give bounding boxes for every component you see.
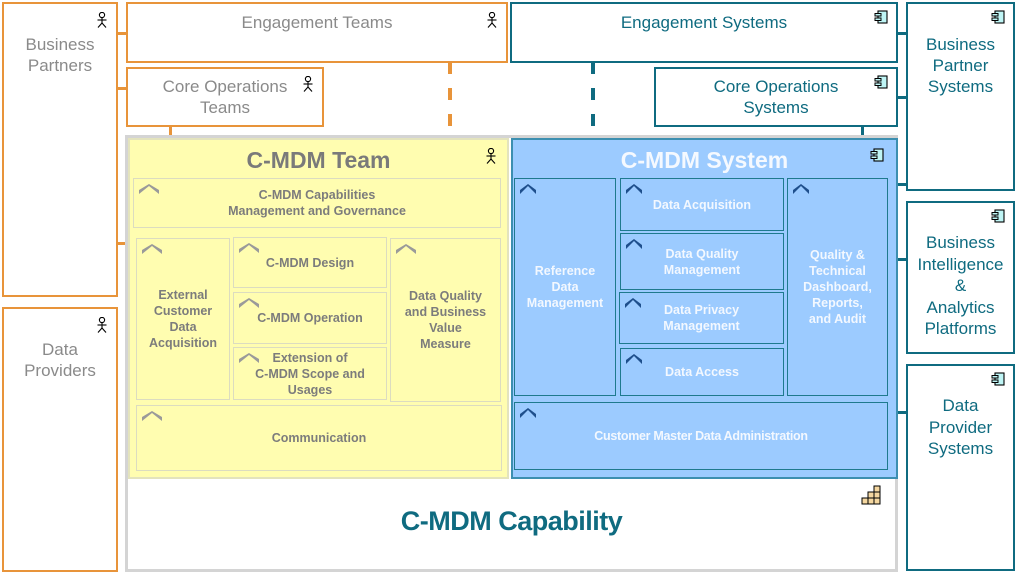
system-item-data-privacy[interactable]: Data Privacy Management — [619, 292, 784, 344]
engagement-teams-label: Engagement Teams — [241, 13, 393, 32]
data-provider-systems-box[interactable]: Data Provider Systems — [906, 364, 1015, 571]
team-item-dq-business-value[interactable]: Data Quality and Business Value Measure — [390, 238, 501, 402]
function-icon — [139, 184, 159, 194]
system-item-reference-data[interactable]: Reference Data Management — [514, 178, 616, 396]
engagement-systems-box[interactable]: Engagement Systems — [510, 2, 898, 63]
actor-icon — [485, 148, 497, 164]
capability-icon — [861, 485, 881, 505]
business-partner-systems-box[interactable]: Business Partner Systems — [906, 2, 1015, 191]
function-icon — [142, 411, 162, 421]
business-partner-systems-label: Business Partner Systems — [926, 35, 995, 96]
dashed-connector-engagement-systems — [591, 62, 595, 134]
function-icon — [626, 354, 646, 364]
data-providers-label: Data Providers — [24, 340, 96, 380]
function-icon — [626, 239, 646, 249]
data-providers-box[interactable]: Data Providers — [2, 307, 118, 572]
engagement-teams-box[interactable]: Engagement Teams — [126, 2, 508, 63]
connector-bps-engagement — [896, 32, 908, 35]
team-item-design[interactable]: C-MDM Design — [233, 237, 387, 288]
team-item-capabilities-governance[interactable]: C-MDM Capabilities Management and Govern… — [133, 178, 501, 228]
function-icon — [396, 244, 416, 254]
system-item-dashboard-reports[interactable]: Quality & Technical Dashboard, Reports, … — [787, 178, 888, 396]
function-icon — [626, 184, 646, 194]
function-icon — [142, 244, 162, 254]
component-icon — [991, 10, 1005, 24]
system-item-master-data-admin[interactable]: Customer Master Data Administration — [514, 402, 888, 470]
core-operations-systems-label: Core Operations Systems — [713, 77, 839, 117]
component-icon — [874, 10, 888, 24]
connector-partners-coreops — [116, 87, 128, 90]
core-operations-teams-box[interactable]: Core Operations Teams — [126, 67, 324, 127]
function-icon — [520, 184, 540, 194]
function-icon — [239, 298, 259, 308]
dashed-connector-engagement-teams — [448, 62, 452, 134]
system-item-data-access[interactable]: Data Access — [620, 348, 784, 396]
actor-icon — [302, 76, 314, 92]
team-item-communication[interactable]: Communication — [136, 405, 502, 471]
core-operations-systems-box[interactable]: Core Operations Systems — [654, 67, 898, 127]
cmdm-team-title: C-MDM Team — [246, 147, 391, 173]
function-icon — [239, 353, 259, 363]
actor-icon — [96, 317, 108, 333]
cmdm-system-title: C-MDM System — [620, 147, 789, 173]
connector-partners-team — [116, 242, 128, 245]
core-operations-teams-label: Core Operations Teams — [162, 77, 288, 117]
function-icon — [793, 184, 813, 194]
actor-icon — [486, 12, 498, 28]
bi-platforms-box[interactable]: Business Intelligence & Analytics Platfo… — [906, 201, 1015, 354]
engagement-systems-label: Engagement Systems — [620, 13, 788, 32]
connector-bps-coreops — [896, 96, 908, 99]
component-icon — [874, 75, 888, 89]
bi-platforms-label: Business Intelligence & Analytics Platfo… — [917, 233, 1004, 338]
function-icon — [239, 243, 259, 253]
team-item-extension[interactable]: Extension of C-MDM Scope and Usages — [233, 347, 387, 400]
team-item-operation[interactable]: C-MDM Operation — [233, 292, 387, 344]
system-item-data-quality[interactable]: Data Quality Management — [620, 233, 784, 290]
component-icon — [991, 372, 1005, 386]
connector-partners-engagement — [116, 32, 128, 35]
component-icon — [991, 209, 1005, 223]
system-item-data-acquisition[interactable]: Data Acquisition — [620, 178, 784, 231]
actor-icon — [96, 12, 108, 28]
connector-coreops-systems — [861, 125, 864, 138]
business-partners-label: Business Partners — [25, 35, 95, 75]
capability-title: C-MDM Capability — [400, 506, 623, 536]
function-icon — [625, 298, 645, 308]
connector-coreops-team — [169, 125, 172, 138]
function-icon — [520, 408, 540, 418]
business-partners-box[interactable]: Business Partners — [2, 2, 118, 297]
team-item-external-acquisition[interactable]: External Customer Data Acquisition — [136, 238, 230, 400]
component-icon — [870, 148, 884, 162]
data-provider-systems-label: Data Provider Systems — [927, 396, 994, 458]
